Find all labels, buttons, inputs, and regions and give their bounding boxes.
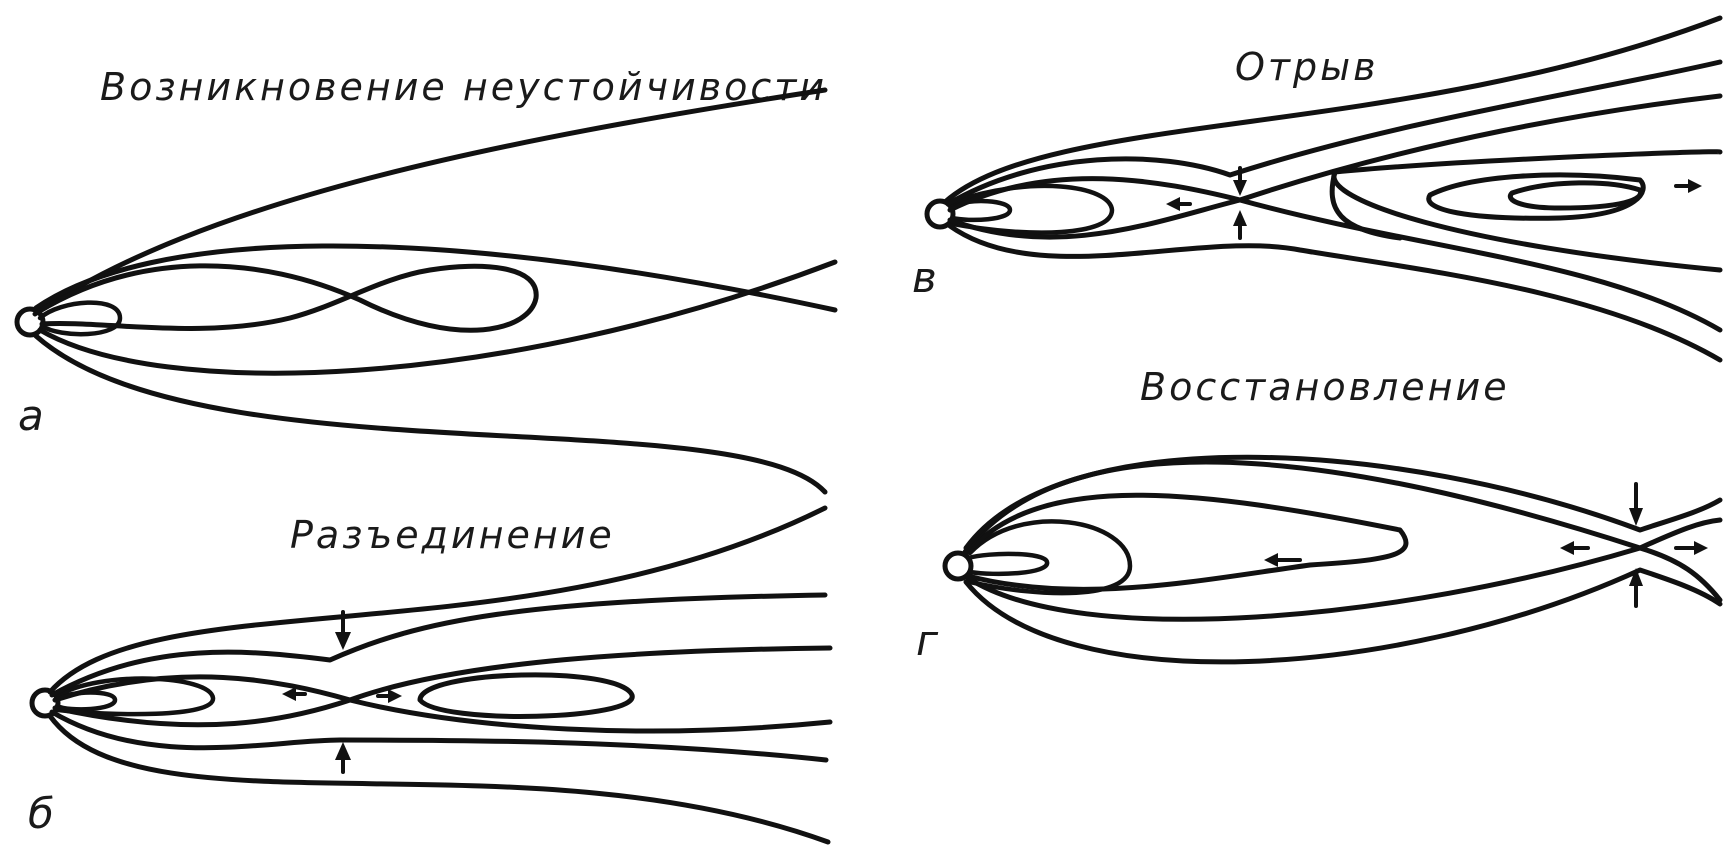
panel-v-arrow-up xyxy=(1233,210,1247,238)
panel-g: Восстановление г xyxy=(916,365,1720,665)
panel-v-plasmoid-outer xyxy=(1429,175,1643,218)
panel-v-cross-bottom xyxy=(950,96,1720,237)
panel-b-arrow-up xyxy=(335,742,351,772)
panel-b-plasmoid xyxy=(420,675,632,717)
panel-b-letter: б xyxy=(28,789,54,838)
panel-v-arrow-right xyxy=(1676,179,1702,193)
panel-a-plasmoid-loop xyxy=(38,266,536,330)
panel-v-arrow-left xyxy=(1166,197,1190,211)
panel-b-title: Разъединение xyxy=(290,513,615,557)
panel-v-inner-loop xyxy=(953,186,1112,233)
panel-g-cross-top xyxy=(965,462,1720,600)
panel-g-title: Восстановление xyxy=(1140,365,1510,409)
panel-g-inner-loop-small xyxy=(968,554,1047,574)
panel-a-title: Возникновение неустойчивости xyxy=(100,65,827,109)
panel-g-arrow-right xyxy=(1676,541,1708,555)
panel-g-outer-bottom xyxy=(966,570,1720,662)
panel-v-letter: в xyxy=(912,253,937,302)
panel-v-plasmoid-inner xyxy=(1510,183,1640,208)
panel-b-outer-bottom xyxy=(50,716,828,842)
panel-a-inner-loop xyxy=(40,303,120,335)
panel-g-arrow-down xyxy=(1629,484,1643,526)
panel-g-outer-top xyxy=(966,457,1720,548)
panel-a-outer-top xyxy=(35,90,825,314)
panel-v: Отрыв в xyxy=(912,18,1720,360)
panel-a-outer-bottom xyxy=(36,336,825,492)
panel-a-letter: а xyxy=(18,391,44,440)
panel-g-cross-bottom xyxy=(968,520,1720,619)
panel-a: Возникновение неустойчивости а xyxy=(17,65,835,492)
panel-g-closed-loop xyxy=(968,495,1406,589)
panel-v-title: Отрыв xyxy=(1235,45,1379,89)
panel-b: Разъединение б xyxy=(28,508,830,842)
panel-g-arrow-left-x xyxy=(1560,541,1588,555)
panel-v-outer-bottom xyxy=(950,226,1720,360)
panel-g-letter: г xyxy=(916,616,939,665)
panel-a-field-bottom xyxy=(40,262,835,373)
